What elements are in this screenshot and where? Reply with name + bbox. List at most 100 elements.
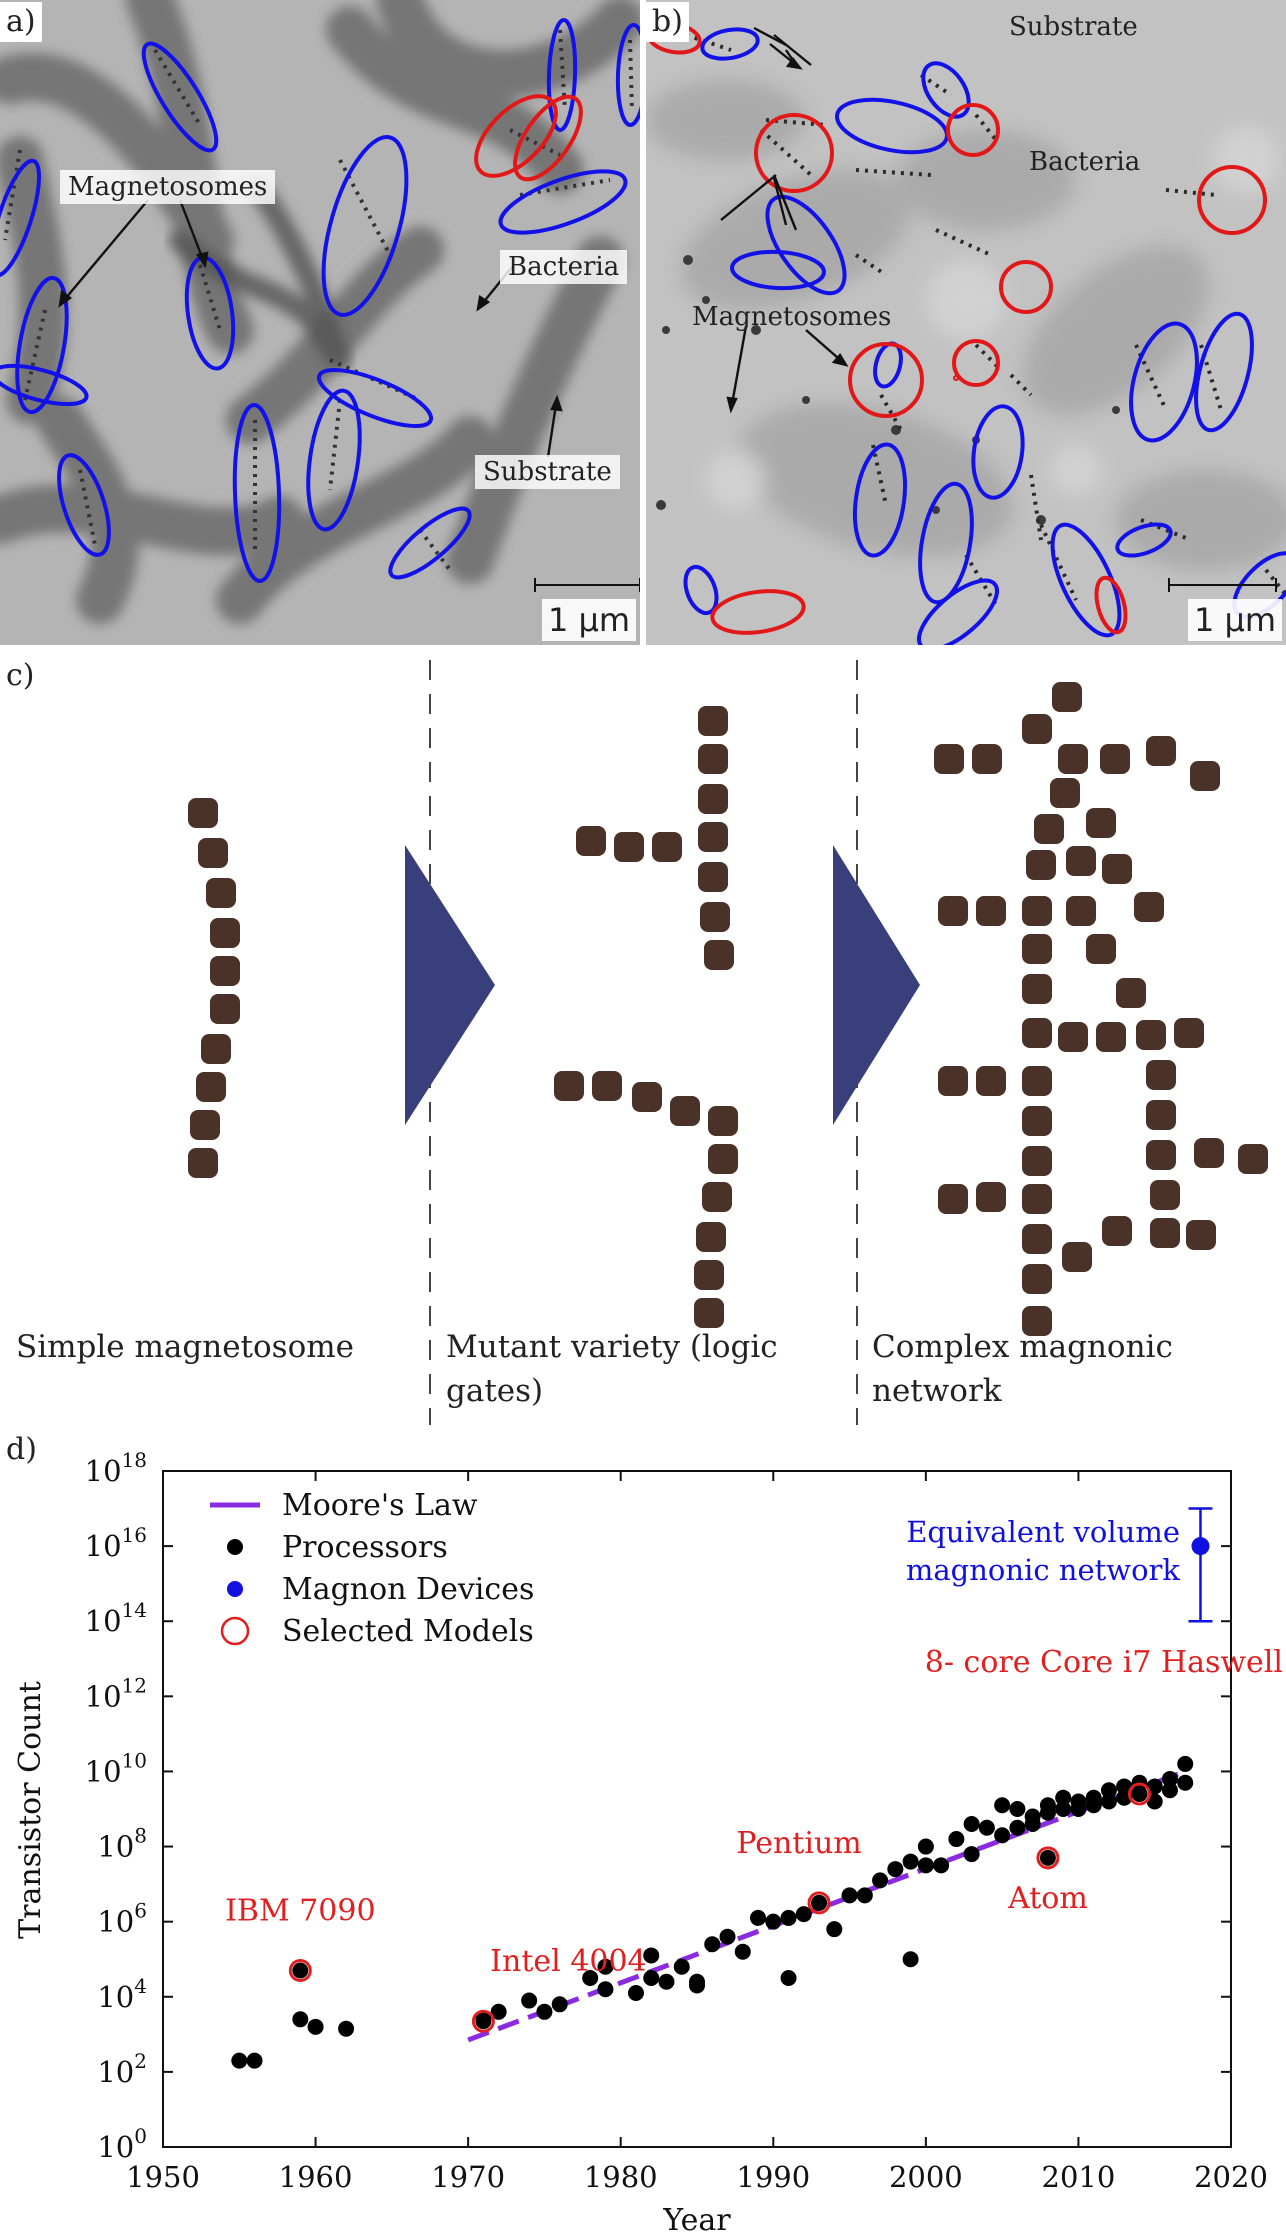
caption-simple-magnetosome: Simple magnetosome <box>16 1329 354 1365</box>
magnetosome-particle <box>206 878 236 908</box>
magnetosome-particle <box>1022 714 1052 744</box>
magnetosome-particle <box>1146 1140 1176 1170</box>
selected-model-label: Pentium <box>736 1826 861 1861</box>
magnon-device-point <box>1191 1537 1210 1556</box>
magnetosome-particle <box>698 862 728 892</box>
legend-entry-label: Processors <box>282 1530 448 1565</box>
magnetosome-particle <box>1034 814 1064 844</box>
selected-model-marker <box>1127 1782 1151 1806</box>
magnetosome-particle <box>614 832 644 862</box>
processor-point <box>1024 1816 1041 1833</box>
panel-letter-c: c) <box>6 656 35 696</box>
magnetosome-particle <box>1022 1184 1052 1214</box>
processor-point <box>994 1797 1011 1814</box>
processor-point <box>734 1943 751 1960</box>
processor-point <box>780 1909 797 1926</box>
y-axis-label: Transistor Count <box>13 1681 48 1939</box>
magnetosome-particle <box>698 784 728 814</box>
panel-letter-b: b) <box>646 2 689 42</box>
y-tick-label: 1016 <box>85 1523 147 1563</box>
selected-model-label: Atom <box>1007 1881 1088 1916</box>
annotation-line-2: magnonic network <box>906 1553 1181 1587</box>
selected-model-marker <box>288 1958 312 1982</box>
y-tick-label: 106 <box>97 1899 147 1939</box>
magnetosome-particle <box>976 1182 1006 1212</box>
magnetosome-particle <box>201 1034 231 1064</box>
plot-frame <box>162 1470 1232 2148</box>
processor-point <box>643 1947 660 1964</box>
y-tick-label: 108 <box>97 1824 147 1864</box>
magnetosome-particle <box>1086 808 1116 838</box>
magnetosome-particle <box>698 706 728 736</box>
x-tick-label: 2020 <box>1194 2160 1268 2194</box>
magnetosome-particle <box>1022 896 1052 926</box>
magnetosome-particle <box>700 902 730 932</box>
selected-model-marker <box>1036 1846 1060 1870</box>
legend-swatch-processors <box>227 1539 243 1555</box>
processor-point <box>551 1996 568 2013</box>
selected-model-dot <box>811 1894 828 1911</box>
processor-point <box>1100 1793 1117 1810</box>
processor-point <box>826 1921 843 1938</box>
processor-point <box>643 1970 660 1986</box>
magnetosome-particle <box>210 956 240 986</box>
processor-point <box>948 1831 965 1848</box>
magnetosome-particle <box>938 896 968 926</box>
magnetosome-particle <box>1022 1018 1052 1048</box>
schematic-panel-c: c) Simple magnetosome Mutant variety (lo… <box>0 650 1286 1430</box>
magnetosome-particle <box>1238 1144 1268 1174</box>
processor-point <box>765 1913 782 1930</box>
processor-point <box>1055 1801 1072 1817</box>
processor-point <box>719 1928 736 1945</box>
magnetosome-particle <box>1050 778 1080 808</box>
processor-point <box>673 1958 690 1975</box>
processor-point <box>1116 1778 1133 1795</box>
y-tick-label: 1018 <box>85 1448 147 1488</box>
micrograph-a-image <box>0 0 640 645</box>
magnetosome-particle <box>190 1110 220 1140</box>
magnetosome-particle <box>938 1184 968 1214</box>
selected-model-dot <box>292 1962 309 1979</box>
y-tick-label: 1012 <box>85 1673 147 1713</box>
label-bacteria-a: Bacteria <box>500 250 628 284</box>
processor-point <box>887 1861 904 1878</box>
magnetosome-particle <box>694 1298 724 1328</box>
magnetosome-particle <box>1022 934 1052 964</box>
processor-point <box>1177 1755 1194 1772</box>
label-bacteria-b: Bacteria <box>1029 147 1141 177</box>
magnetosome-particle <box>554 1071 584 1101</box>
micrograph-a: Magnetosomes Bacteria Substrate a) 1 μm <box>0 0 640 645</box>
legend-entry-label: Moore's Law <box>282 1488 478 1523</box>
magnetosome-particle <box>1116 978 1146 1008</box>
processor-point <box>1177 1774 1194 1791</box>
processor-point <box>1146 1793 1163 1810</box>
processor-point <box>872 1872 889 1889</box>
x-tick-label: 1990 <box>736 2160 810 2194</box>
processor-point <box>1100 1782 1117 1799</box>
magnetosome-particle <box>696 1222 726 1252</box>
magnetosome-particle <box>1066 846 1096 876</box>
x-tick-label: 1950 <box>126 2160 200 2194</box>
magnetosome-particle <box>1058 1022 1088 1052</box>
magnetosome-particle <box>652 832 682 862</box>
processor-point <box>658 1973 675 1990</box>
processor-point <box>521 1992 538 2009</box>
magnetosome-particle <box>1102 1216 1132 1246</box>
x-tick-label: 2010 <box>1042 2160 1116 2194</box>
processor-point <box>307 2018 324 2035</box>
magnetosome-particle <box>972 744 1002 774</box>
processor-point <box>490 2003 507 2020</box>
x-tick-label: 1970 <box>431 2160 505 2194</box>
magnetosome-particle <box>1186 1220 1216 1250</box>
magnetosome-particle <box>1022 1066 1052 1096</box>
micrograph-b-image <box>646 0 1286 645</box>
processor-point <box>292 2011 309 2028</box>
processor-point <box>1085 1797 1102 1814</box>
micrograph-b: b) Substrate Bacteria Magnetosomes 1 μm <box>646 0 1286 645</box>
magnetosome-particle <box>1102 854 1132 884</box>
x-tick-label: 1980 <box>584 2160 658 2194</box>
processor-point <box>978 1819 995 1836</box>
magnetosome-particle <box>708 1106 738 1136</box>
